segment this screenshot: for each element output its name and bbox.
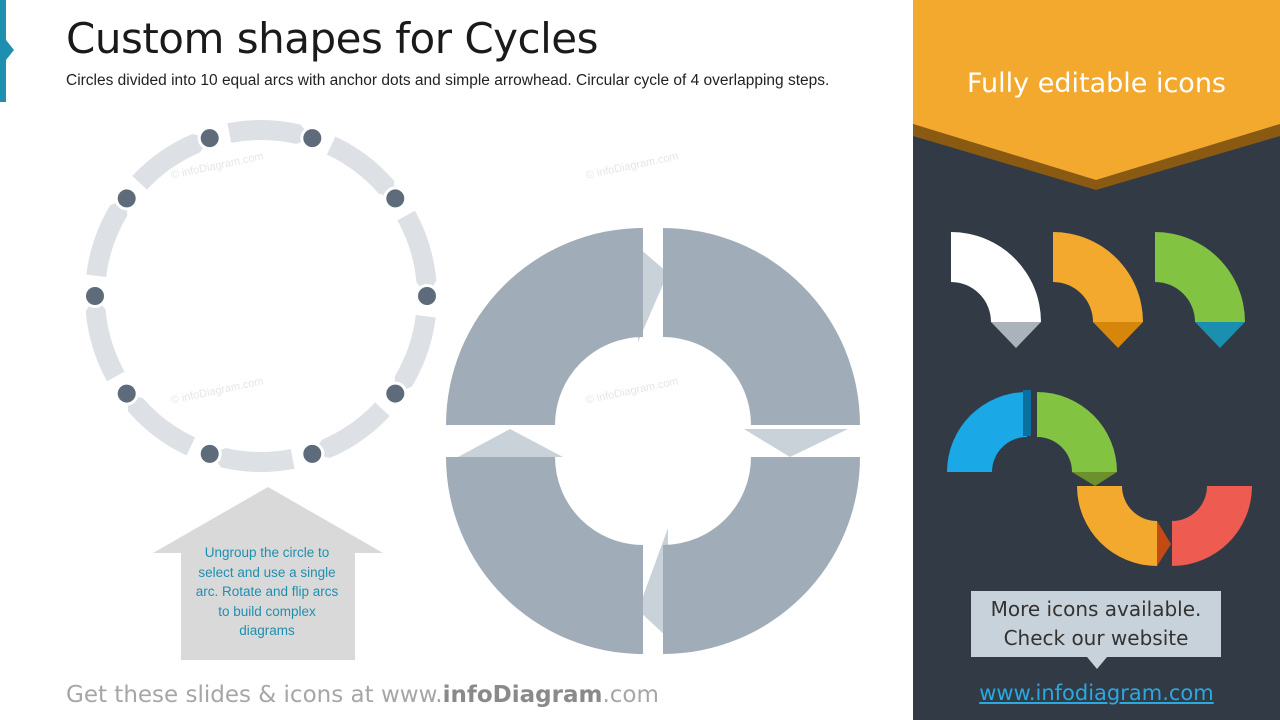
more-icons-line2: Check our website [1003, 626, 1189, 650]
footer: Get these slides & icons at www.infoDiag… [66, 682, 659, 708]
accent-notch [6, 40, 14, 60]
banner-shadow [913, 124, 1280, 190]
side-panel-canvas [913, 0, 1280, 566]
website-link[interactable]: www.infodiagram.com [979, 681, 1214, 705]
cycle-arc [126, 393, 196, 456]
arc-icons [947, 232, 1252, 566]
arc-icon-orange-arrowhead [1093, 322, 1143, 348]
cluster-arc-red [1172, 486, 1252, 566]
footer-prefix: Get these slides & icons at www. [66, 682, 443, 708]
panel-heading: Fully editable icons [967, 68, 1226, 99]
anchor-dot [303, 444, 322, 463]
anchor-dot [418, 287, 436, 305]
anchor-dot [386, 189, 405, 208]
banner [913, 0, 1280, 180]
cluster-arc-orange [1077, 486, 1157, 566]
four-step-cycle [446, 228, 860, 654]
diagram-canvas [83, 120, 860, 660]
cluster-arc-green-edge [1072, 472, 1117, 486]
cluster-arc-orange-edge [1157, 521, 1171, 566]
cycle-step-segment [663, 228, 860, 425]
page-subtitle: Circles divided into 10 equal arcs with … [66, 72, 830, 89]
step-overlap-arrow [638, 528, 668, 638]
anchor-dot [117, 384, 136, 403]
cycle-step-segment [663, 457, 860, 654]
anchor-dot [86, 287, 104, 305]
cycle-arc [86, 198, 128, 277]
anchor-dot [200, 129, 219, 148]
anchor-dot [303, 129, 322, 148]
cycle-step-segment [446, 457, 643, 654]
cycle-arc [132, 133, 210, 190]
step-overlap-arrow [458, 429, 563, 457]
arc-icon-white [951, 232, 1041, 322]
footer-suffix: .com [602, 682, 659, 708]
cluster-arc-blue-edge [1023, 390, 1031, 436]
arc-icon-green [1155, 232, 1245, 322]
arc-icon-white-arrowhead [991, 322, 1041, 348]
accent-tab [0, 0, 6, 102]
anchor-dot [200, 444, 219, 463]
cycle-arc [312, 402, 390, 459]
cycle-arc [394, 315, 436, 394]
cycle-arc [85, 296, 125, 382]
step-overlap-arrow [744, 429, 848, 457]
arc-icon-orange [1053, 232, 1143, 322]
up-arrow-callout [153, 487, 383, 660]
more-icons-line1: More icons available. [990, 597, 1202, 621]
cycle-arc [209, 448, 295, 473]
arc-icon-green-arrowhead [1195, 322, 1245, 348]
step-overlap-arrow [638, 247, 668, 342]
cycle-arc [326, 136, 396, 199]
anchor-dot [386, 384, 405, 403]
page-title: Custom shapes for Cycles [66, 14, 599, 63]
ten-arc-cycle [83, 120, 439, 473]
cycle-step-segment [446, 228, 643, 425]
footer-brand: infoDiagram [442, 682, 603, 708]
side-panel: Fully editable icons More icons availabl… [913, 0, 1280, 720]
anchor-dot [117, 189, 136, 208]
callout-text: Ungroup the circle to select and use a s… [195, 545, 339, 638]
more-icons-box: More icons available. Check our website [971, 591, 1221, 657]
more-box-pointer [1087, 657, 1107, 669]
cluster-arc-green [1037, 392, 1117, 472]
cluster-arc-blue [947, 392, 1027, 472]
cycle-arc [227, 120, 313, 144]
cycle-arc [397, 210, 437, 296]
